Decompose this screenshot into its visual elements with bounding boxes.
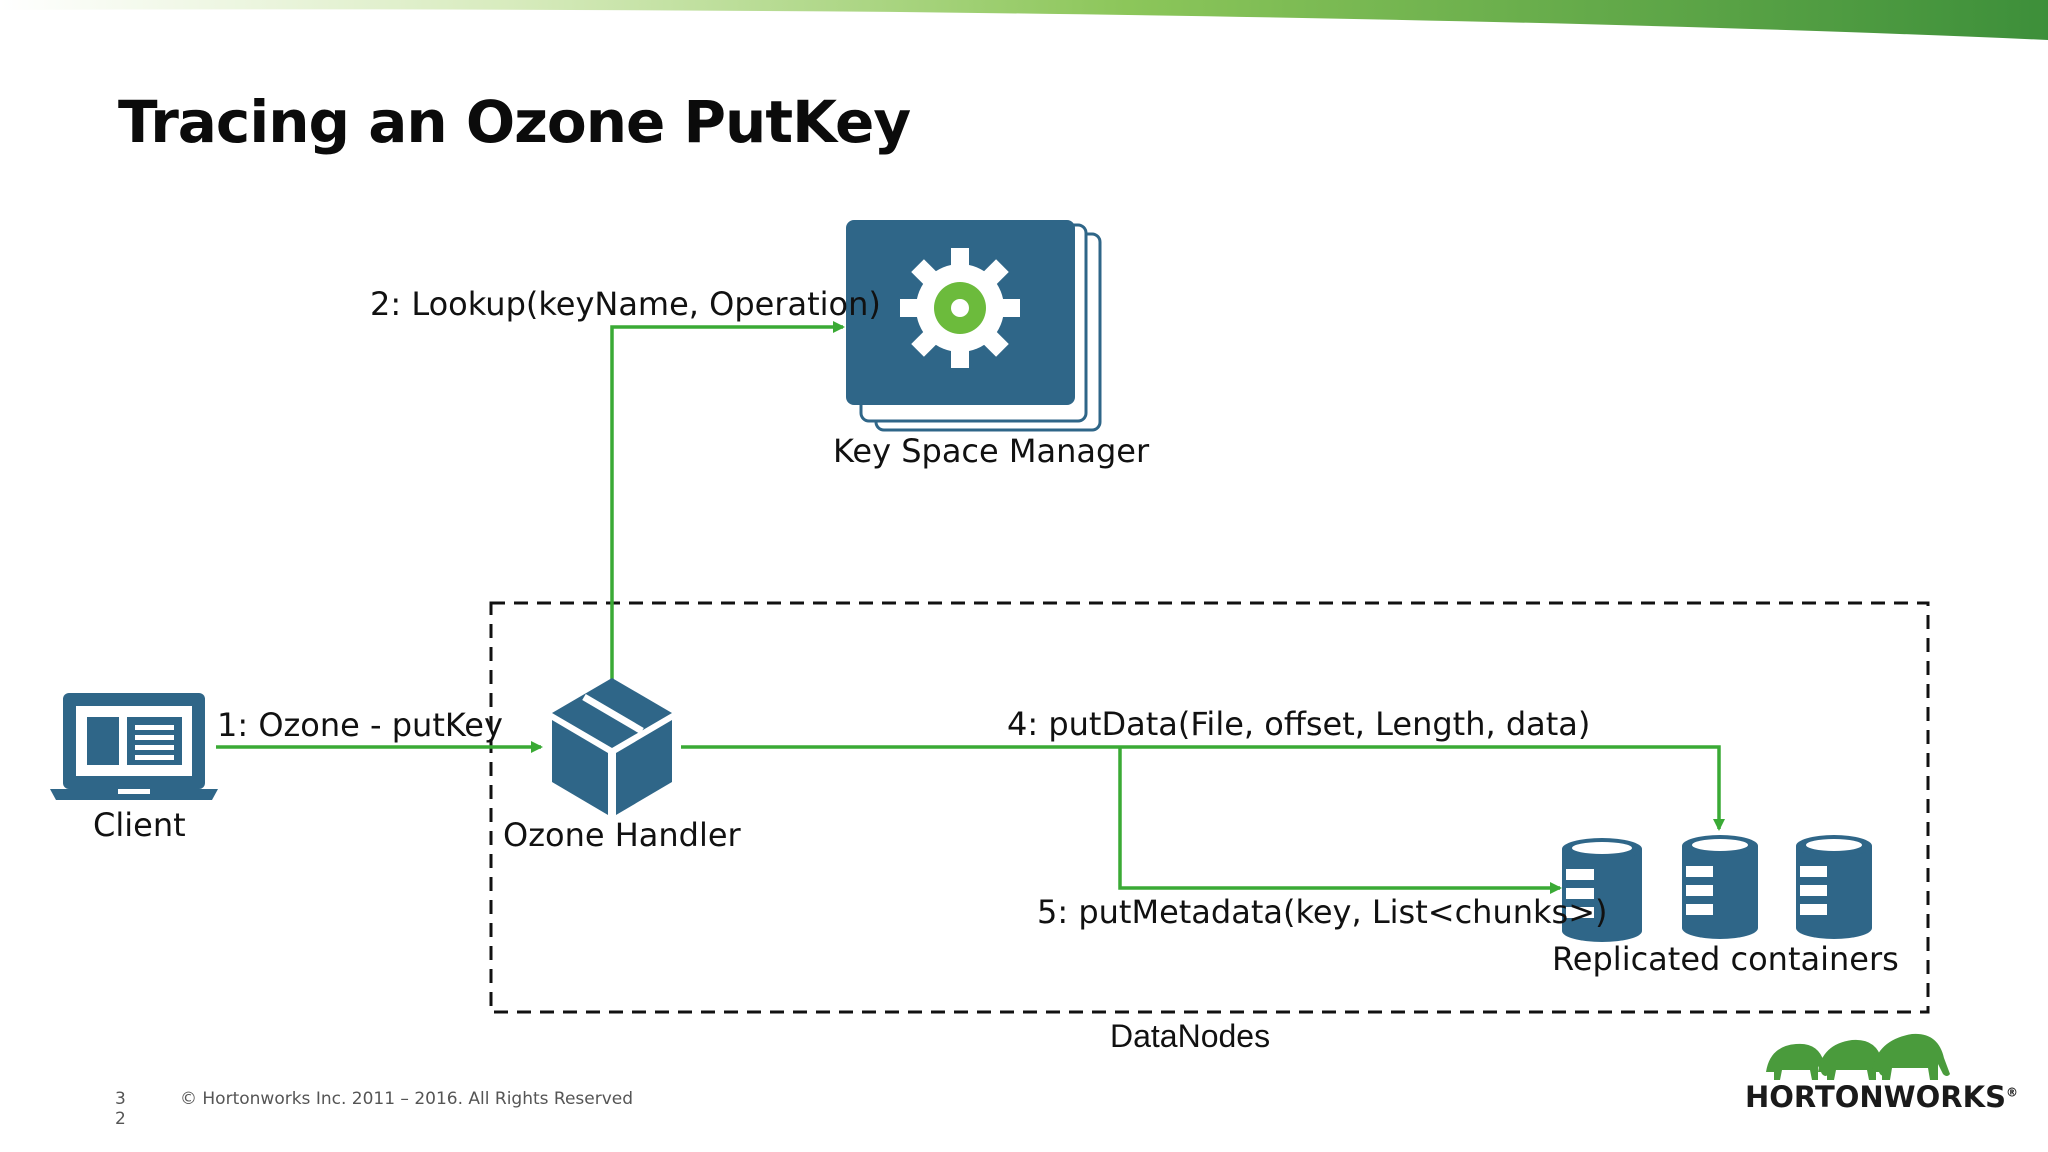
database-icon — [1562, 838, 1642, 942]
arrow-step2 — [610, 321, 845, 680]
step1-label: 1: Ozone - putKey — [217, 706, 503, 744]
logo-text: HORTONWORKS — [1745, 1080, 2006, 1114]
page-number: 3 2 — [115, 1089, 126, 1129]
ozone-handler-label: Ozone Handler — [503, 816, 741, 854]
page-title: Tracing an Ozone PutKey — [118, 88, 911, 156]
datanodes-label: DataNodes — [1110, 1018, 1271, 1054]
database-icon — [1682, 835, 1758, 939]
laptop-icon — [50, 693, 218, 800]
page-number-line1: 3 — [115, 1089, 126, 1109]
client-label: Client — [93, 806, 186, 844]
logo-trademark: ® — [2006, 1085, 2018, 1100]
key-space-manager-label: Key Space Manager — [833, 432, 1150, 470]
hortonworks-logo: HORTONWORKS® — [1745, 1080, 2018, 1114]
replicated-containers-label: Replicated containers — [1552, 940, 1899, 978]
arrow-step5 — [1118, 747, 1562, 894]
page-number-line2: 2 — [115, 1109, 126, 1129]
cube-icon — [552, 678, 672, 815]
top-banner — [0, 0, 2048, 40]
copyright-notice: © Hortonworks Inc. 2011 – 2016. All Righ… — [180, 1089, 634, 1109]
step4-label: 4: putData(File, offset, Length, data) — [1007, 705, 1591, 743]
key-space-manager-icon — [846, 220, 1102, 432]
step5-label: 5: putMetadata(key, List<chunks>) — [1037, 893, 1608, 931]
step2-label: 2: Lookup(keyName, Operation) — [370, 285, 881, 323]
gear-icon — [900, 248, 1020, 368]
database-icon — [1796, 835, 1872, 939]
elephant-icon — [1766, 1033, 1950, 1080]
datanodes-boundary — [489, 601, 1930, 1014]
arrow-step4 — [681, 745, 1725, 831]
